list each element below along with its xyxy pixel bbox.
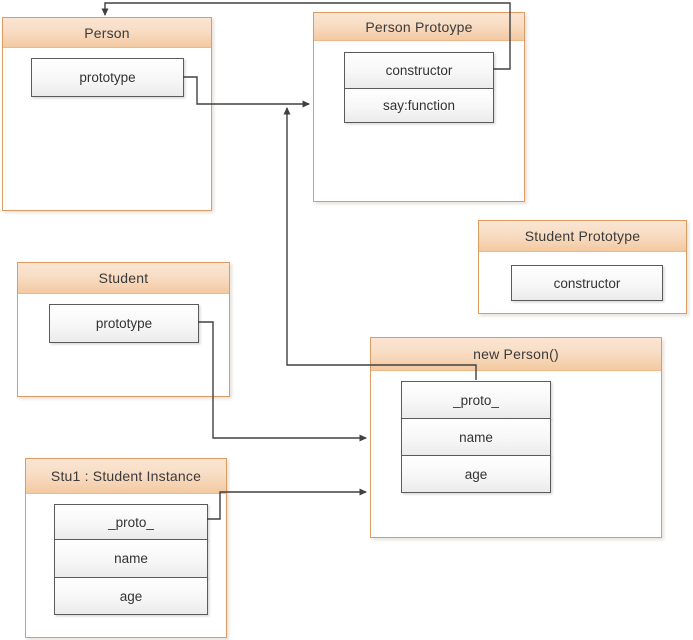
node-student: Student prototype	[17, 262, 230, 397]
node-person: Person prototype	[2, 17, 212, 211]
field-person-prototype: prototype	[31, 58, 184, 97]
field-student-prototype-constructor: constructor	[511, 265, 663, 301]
node-person-title: Person	[3, 18, 211, 48]
field-person-prototype-say-function: say:function	[344, 88, 494, 123]
node-stu1-instance: Stu1 : Student Instance _proto_ name age	[25, 458, 227, 638]
node-person-prototype: Person Protoype constructor say:function	[313, 12, 525, 202]
node-student-prototype-title: Student Prototype	[479, 221, 686, 252]
node-stu1-instance-title: Stu1 : Student Instance	[26, 459, 226, 494]
field-person-prototype-constructor: constructor	[344, 52, 494, 89]
field-new-person-age: age	[401, 455, 551, 493]
field-student-prototype: prototype	[49, 304, 199, 343]
node-student-title: Student	[18, 263, 229, 294]
node-new-person: new Person() _proto_ name age	[370, 337, 662, 538]
field-stu1-proto: _proto_	[54, 504, 208, 540]
field-stu1-age: age	[54, 577, 208, 615]
field-new-person-proto: _proto_	[401, 381, 551, 419]
node-student-prototype: Student Prototype constructor	[478, 220, 687, 314]
edge-stu1-proto-to-new-person	[207, 488, 367, 520]
field-stu1-name: name	[54, 539, 208, 578]
field-new-person-name: name	[401, 418, 551, 456]
node-person-prototype-title: Person Protoype	[314, 13, 524, 41]
node-new-person-title: new Person()	[371, 338, 661, 371]
